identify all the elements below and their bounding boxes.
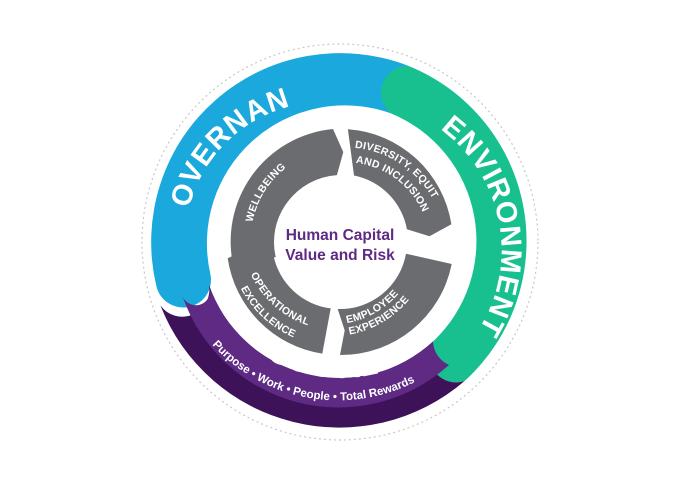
center-title-line2: Value and Risk: [285, 247, 395, 264]
employee-experience-segment[interactable]: [337, 253, 452, 356]
outer-boundary: [141, 43, 539, 441]
center-circle: [274, 176, 406, 308]
wellbeing-segment[interactable]: [230, 129, 344, 269]
social-segment[interactable]: [182, 284, 450, 408]
dei-segment[interactable]: [347, 129, 452, 237]
governance-segment[interactable]: [151, 53, 418, 308]
center-title-line1: Human Capital: [286, 227, 395, 244]
environment-segment[interactable]: [380, 65, 527, 383]
governance-label: GOVERNANCE: [0, 0, 293, 211]
operational-excellence-segment[interactable]: [227, 247, 331, 354]
